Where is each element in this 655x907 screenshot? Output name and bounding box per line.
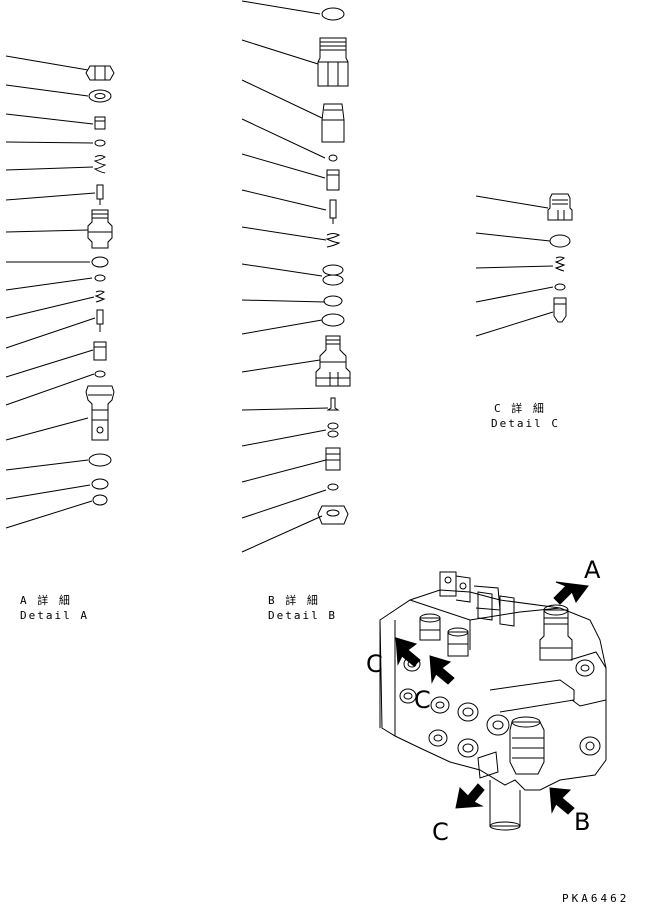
view-label-a: A (584, 556, 601, 584)
control-valve-assembly (379, 571, 607, 831)
drawing-code: PKA6462 (562, 892, 630, 905)
detail-a-parts (85, 65, 115, 506)
detail-a-leader-lines (5, 55, 96, 529)
detail-b-caption-en: Detail B (268, 609, 337, 622)
view-arrows (395, 581, 589, 815)
view-label-c-left: C (366, 650, 383, 678)
detail-b-leader-lines (241, 0, 329, 553)
detail-c-leader-lines (475, 195, 554, 337)
view-label-c-middle: C (414, 686, 431, 714)
detail-b-caption-jp: B 詳 細 (268, 594, 320, 607)
view-label-b: B (574, 808, 591, 836)
detail-b-parts (315, 7, 351, 525)
detail-a-caption-en: Detail A (20, 609, 89, 622)
view-label-c-bottom: C (432, 818, 449, 846)
detail-a-caption-jp: A 詳 細 (20, 594, 72, 607)
detail-c-caption-jp: C 詳 細 (494, 402, 546, 415)
detail-c-parts (547, 193, 573, 323)
detail-c-caption-en: Detail C (491, 417, 560, 430)
